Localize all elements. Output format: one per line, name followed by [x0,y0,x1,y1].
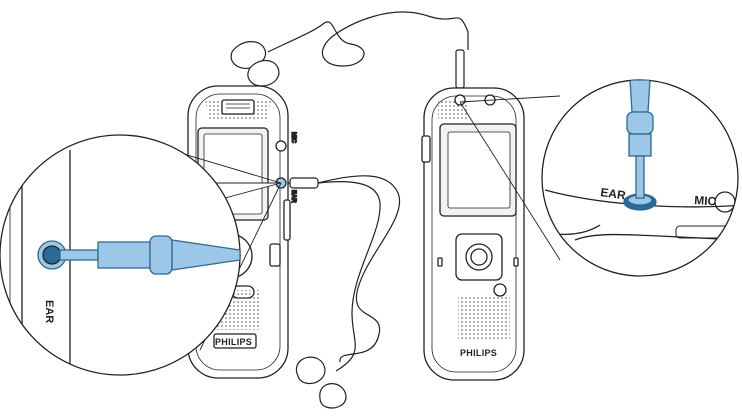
earbud-top-right [247,59,280,87]
ear-side-label: EAR [290,190,296,203]
detail-left: EAR [0,134,282,376]
mic-jack-left [275,140,287,152]
mic-port-label-right: MIC [694,193,717,209]
earbud-bottom-left [295,356,326,385]
plug-right-recorder [455,49,465,89]
earbud-bottom-right [319,383,347,409]
brand-left: PHILIPS [215,337,252,347]
speaker-right [458,296,510,340]
brand-right: PHILIPS [460,348,497,358]
earphones [230,11,469,409]
mic-side-label: MIC [290,132,296,144]
ear-port-label-left: EAR [43,300,55,323]
cable-top [267,11,469,67]
ear-port-label-right: EAR [600,185,627,202]
plug-left-recorder [282,177,319,189]
cable-bottom [317,175,401,363]
detail-right: EAR MIC [459,79,739,277]
recorder-right [421,87,525,381]
